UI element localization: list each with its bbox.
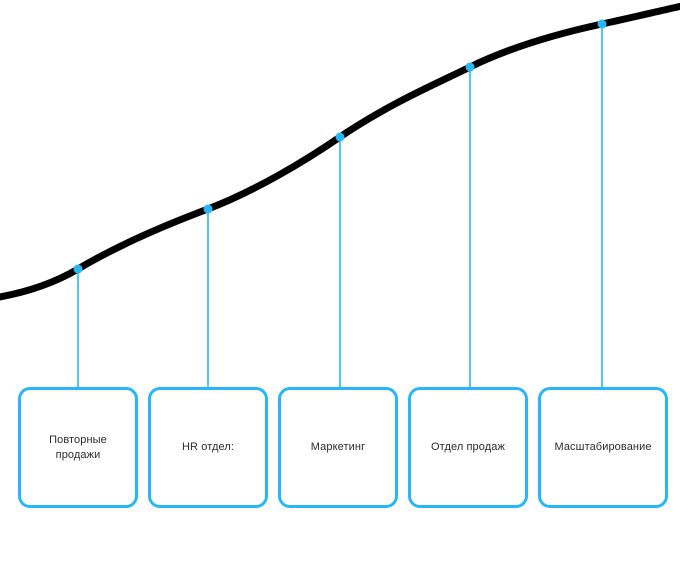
data-point-marker-sales-department[interactable] [465, 62, 475, 72]
stage-label-scaling: Масштабирование [554, 441, 652, 453]
stage-box-hr-department[interactable]: HR отдел: [148, 387, 268, 508]
data-point-marker-scaling[interactable] [597, 19, 607, 29]
stage-box-marketing[interactable]: Маркетинг [278, 387, 398, 508]
stage-label-sales-department: Отдел продаж [431, 441, 505, 453]
stage-box-repeat-sales[interactable]: Повторные продажи [18, 387, 138, 508]
stage-box-sales-department[interactable]: Отдел продаж [408, 387, 528, 508]
stage-label-marketing: Маркетинг [310, 441, 366, 453]
stage-label-hr-department: HR отдел: [181, 441, 235, 453]
stage-label-repeat-sales: Повторные продажи [49, 433, 107, 461]
data-point-marker-hr-department[interactable] [203, 204, 213, 214]
stage-box-scaling[interactable]: Масштабирование [538, 387, 668, 508]
data-point-markers-group [73, 19, 607, 274]
data-point-marker-marketing[interactable] [335, 132, 345, 142]
data-point-marker-repeat-sales[interactable] [73, 264, 83, 274]
connector-lines-group [77, 28, 603, 387]
